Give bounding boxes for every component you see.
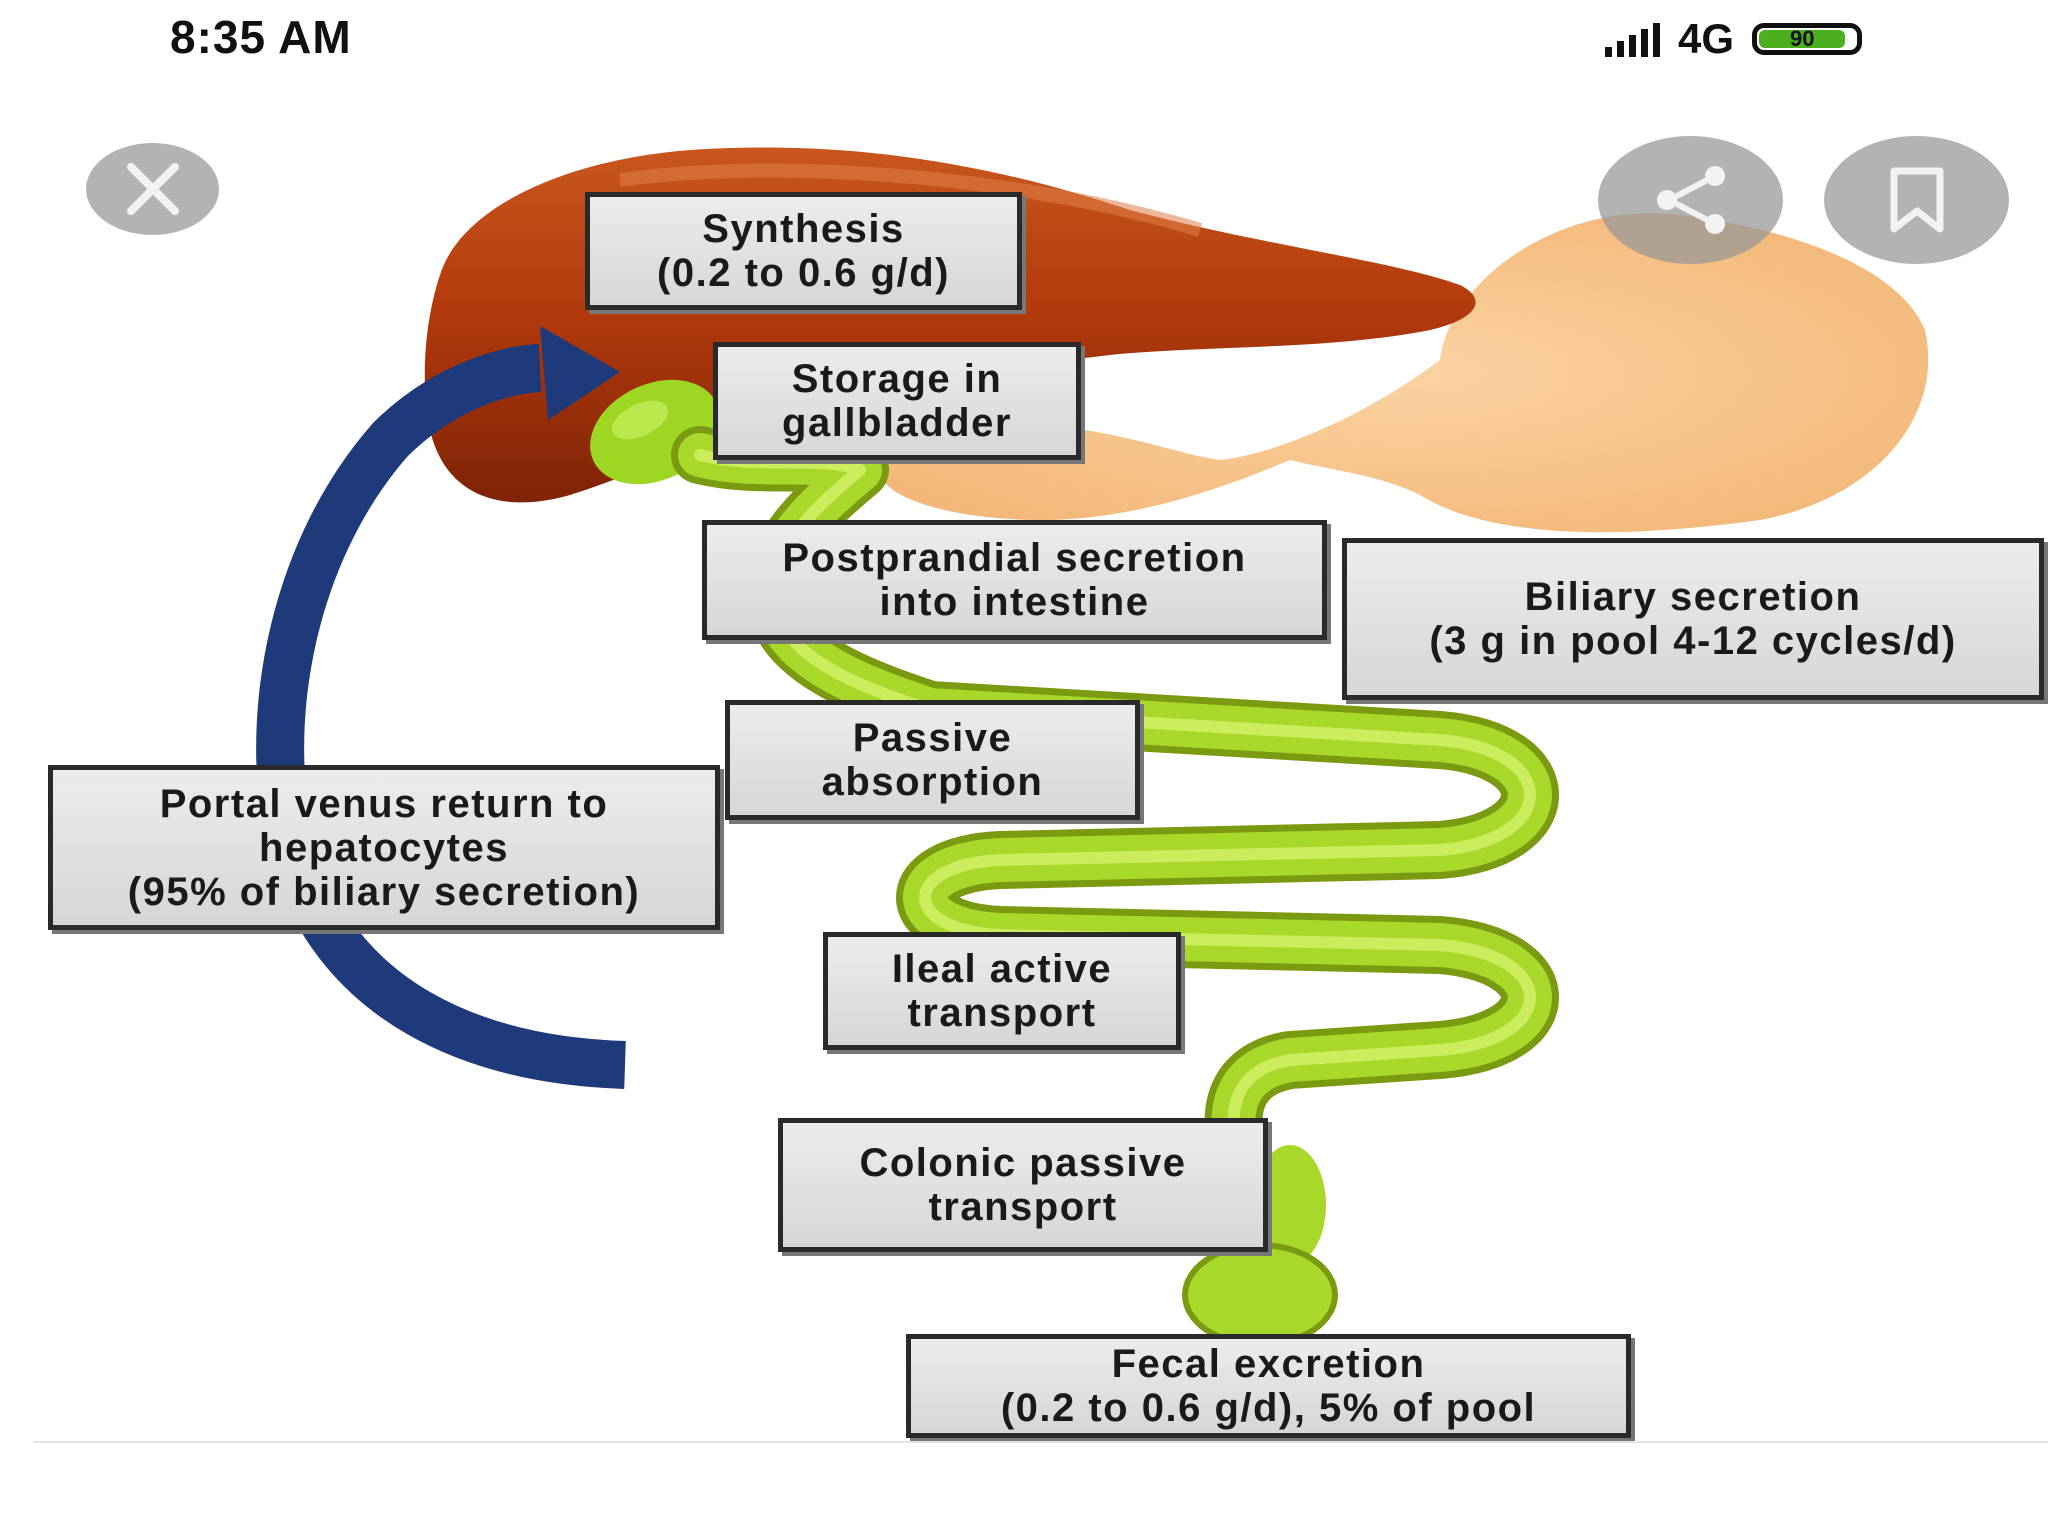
biliary-box: Biliary secretion (3 g in pool 4-12 cycl…	[1342, 538, 2044, 700]
postprandial-box: Postprandial secretion into intestine	[702, 520, 1327, 640]
ileal-line-1: Ileal active	[891, 947, 1113, 991]
status-icons: 4G 90	[1605, 14, 1863, 64]
postprandial-line-1: Postprandial secretion	[782, 536, 1247, 580]
passive-line-2: absorption	[821, 760, 1044, 804]
signal-icon	[1605, 21, 1660, 57]
fecal-line-2: (0.2 to 0.6 g/d), 5% of pool	[1000, 1386, 1537, 1430]
ileal-box: Ileal active transport	[823, 932, 1181, 1050]
status-time: 8:35 AM	[170, 11, 352, 63]
bookmark-button[interactable]	[1824, 136, 2009, 264]
fecal-line-1: Fecal excretion	[1111, 1342, 1426, 1386]
synthesis-line-1: Synthesis	[702, 207, 905, 251]
storage-line-2: gallbladder	[782, 401, 1012, 445]
portal-line-3: (95% of biliary secretion)	[127, 869, 641, 914]
biliary-line-2: (3 g in pool 4-12 cycles/d)	[1429, 619, 1957, 663]
ileal-line-2: transport	[907, 991, 1097, 1035]
passive-box: Passive absorption	[725, 700, 1140, 820]
passive-line-1: Passive	[852, 716, 1013, 760]
storage-line-1: Storage in	[791, 357, 1003, 401]
postprandial-line-2: into intestine	[879, 580, 1150, 624]
bookmark-icon	[1890, 167, 1943, 233]
synthesis-box: Synthesis (0.2 to 0.6 g/d)	[585, 192, 1022, 310]
colonic-box: Colonic passive transport	[778, 1118, 1268, 1252]
battery-level: 90	[1759, 26, 1846, 51]
share-button[interactable]	[1598, 136, 1783, 264]
fecal-box: Fecal excretion (0.2 to 0.6 g/d), 5% of …	[906, 1334, 1631, 1438]
close-button[interactable]	[86, 143, 219, 235]
biliary-line-1: Biliary secretion	[1524, 575, 1862, 619]
colonic-line-1: Colonic passive	[859, 1141, 1187, 1185]
colonic-line-2: transport	[928, 1185, 1118, 1229]
portal-return-arrow	[256, 344, 626, 1089]
close-icon	[126, 163, 179, 215]
portal-line-1: Portal venus return to	[159, 781, 609, 826]
battery-icon: 90	[1752, 23, 1863, 55]
synthesis-line-2: (0.2 to 0.6 g/d)	[657, 251, 950, 295]
portal-arrow-head	[540, 326, 620, 420]
bottom-divider	[34, 1441, 2048, 1443]
stomach-shape	[880, 213, 1929, 533]
portal-line-2: hepatocytes	[259, 825, 509, 870]
storage-box: Storage in gallbladder	[713, 342, 1081, 460]
share-icon	[1656, 166, 1725, 234]
network-type: 4G	[1678, 15, 1735, 62]
portal-box: Portal venus return to hepatocytes (95% …	[48, 765, 720, 930]
